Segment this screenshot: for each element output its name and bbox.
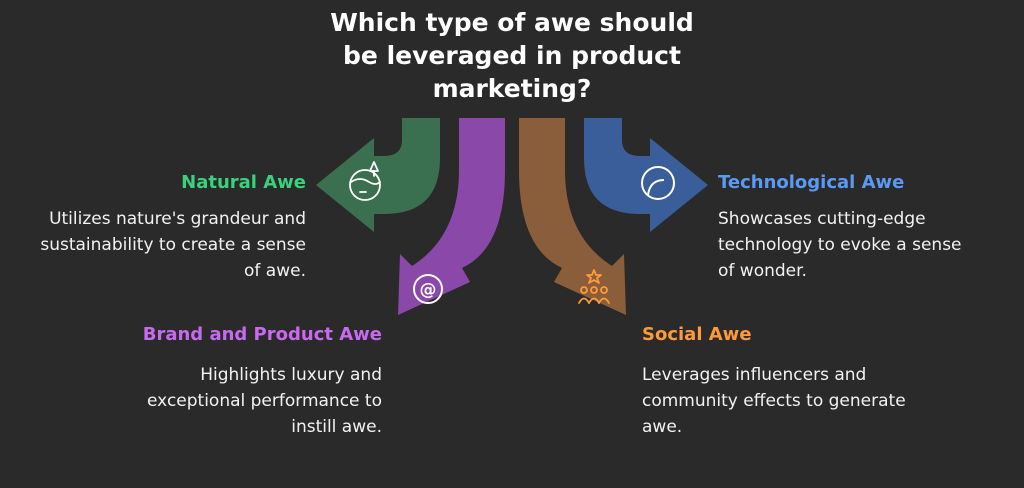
tech-circle-icon bbox=[641, 166, 675, 200]
community-icon bbox=[578, 269, 610, 304]
natural-awe-heading: Natural Awe bbox=[181, 172, 306, 193]
social-awe-description: Leverages influencers and community effe… bbox=[642, 365, 906, 437]
svg-text:@: @ bbox=[420, 280, 437, 300]
social-awe-heading: Social Awe bbox=[642, 324, 752, 345]
landscape-icon bbox=[349, 161, 381, 201]
technological-awe-description: Showcases cutting-edge technology to evo… bbox=[718, 209, 962, 281]
brand-arrow: @ bbox=[398, 118, 505, 315]
diagram-title: Which type of awe should be leveraged in… bbox=[330, 8, 694, 103]
technological-arrow bbox=[584, 118, 708, 232]
social-arrow bbox=[519, 118, 626, 315]
technological-awe-heading: Technological Awe bbox=[718, 172, 905, 193]
threads-icon: @ bbox=[413, 274, 443, 304]
brand-awe-description: Highlights luxury and exceptional perfor… bbox=[147, 365, 382, 437]
brand-awe-heading: Brand and Product Awe bbox=[142, 324, 382, 345]
natural-arrow bbox=[316, 118, 440, 232]
natural-awe-description: Utilizes nature's grandeur and sustainab… bbox=[40, 209, 306, 281]
